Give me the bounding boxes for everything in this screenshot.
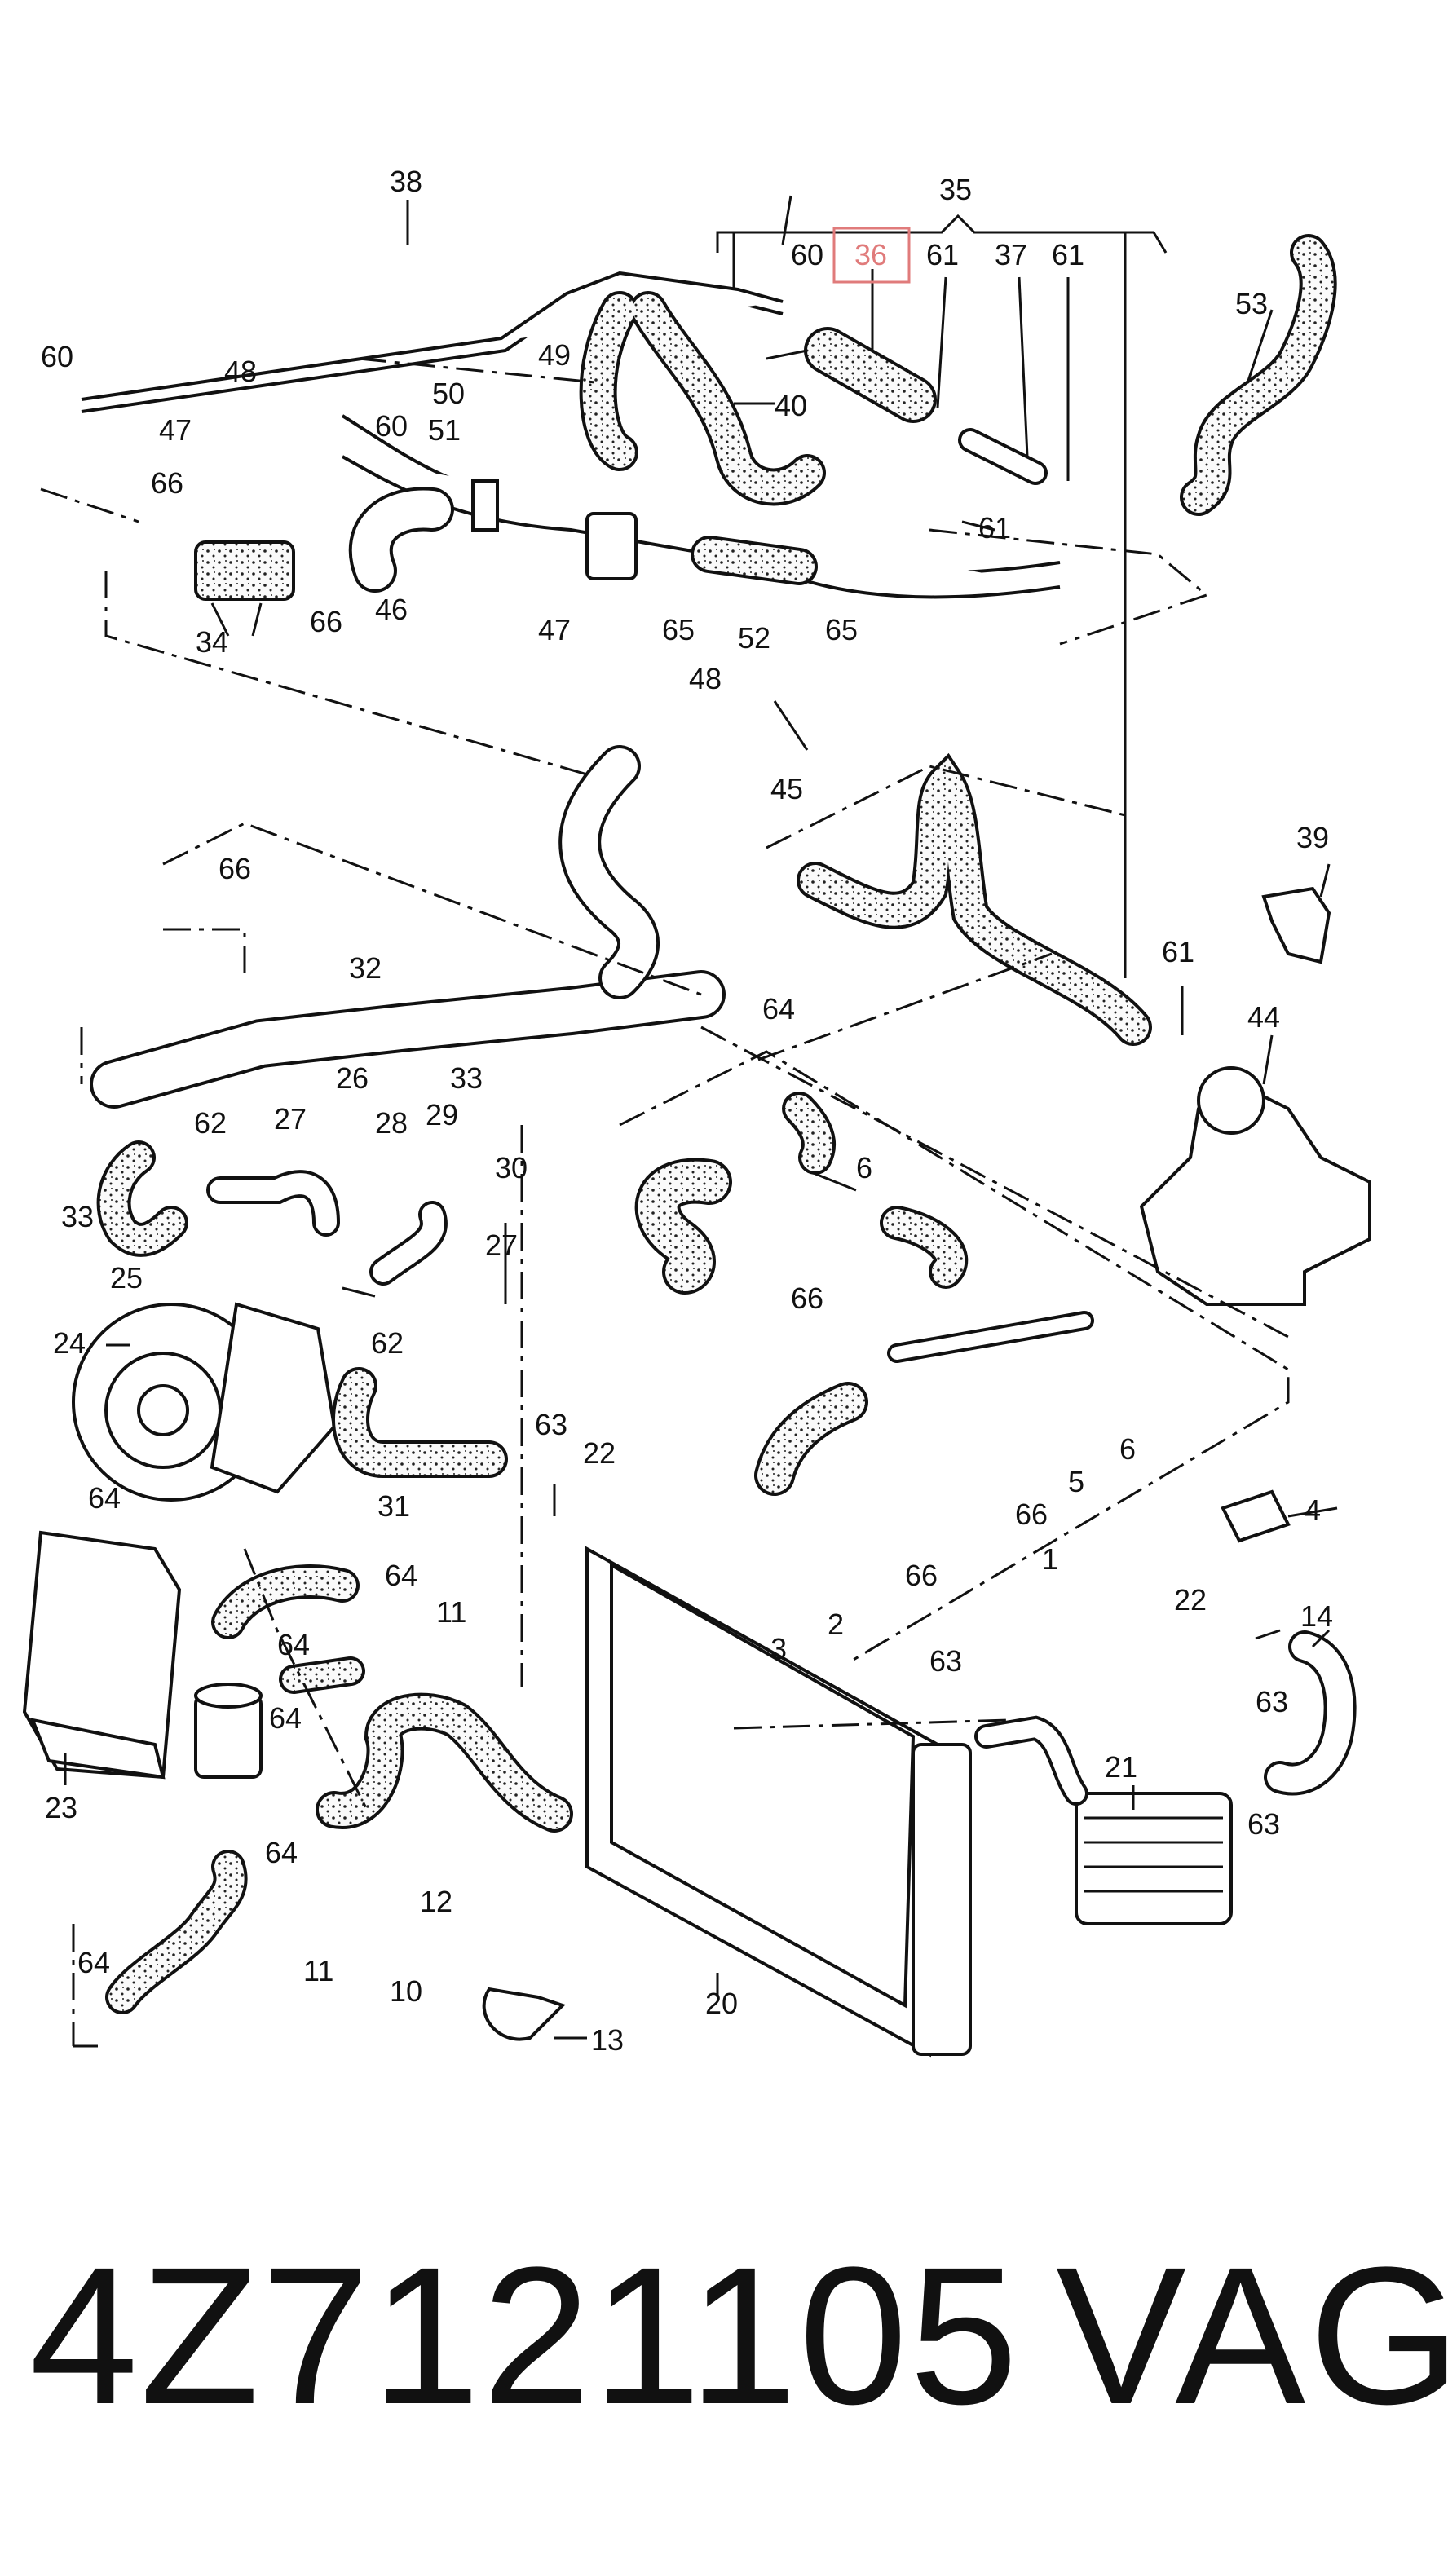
callout-22: 22	[1174, 1583, 1207, 1617]
clip-39	[1261, 886, 1331, 964]
callout-11: 11	[436, 1595, 466, 1629]
callout-65: 65	[825, 613, 858, 646]
callout-30: 30	[495, 1151, 528, 1184]
callout-12: 12	[420, 1885, 452, 1918]
callout-23: 23	[45, 1791, 77, 1824]
pump-12	[194, 1683, 263, 1779]
callout-38: 38	[390, 165, 422, 198]
callout-45: 45	[770, 772, 803, 805]
callout-28: 28	[375, 1106, 408, 1140]
callout-33: 33	[450, 1061, 483, 1095]
callout-51: 51	[428, 413, 461, 447]
callout-64: 64	[385, 1559, 417, 1592]
callout-66: 66	[310, 605, 342, 638]
callout-66: 66	[905, 1559, 938, 1592]
callout-48: 48	[224, 355, 257, 388]
oil-cooler-21	[1075, 1792, 1233, 1925]
callout-66: 66	[219, 852, 251, 885]
callout-61: 61	[1052, 238, 1084, 271]
callout-50: 50	[432, 377, 465, 410]
callout-24: 24	[53, 1326, 86, 1360]
callout-61: 61	[1162, 935, 1194, 968]
callout-60: 60	[375, 409, 408, 443]
callout-2: 2	[828, 1608, 844, 1641]
callout-60: 60	[41, 340, 73, 373]
callout-26: 26	[336, 1061, 369, 1095]
callout-37: 37	[995, 238, 1027, 271]
callout-6: 6	[856, 1151, 872, 1184]
callout-29: 29	[426, 1098, 458, 1131]
callout-48: 48	[689, 662, 722, 695]
callout-64: 64	[265, 1836, 298, 1869]
callout-46: 46	[375, 593, 408, 626]
parts-exploded-diagram: 38 35 60 36 61 37 61 53 60 48 49 50 60 4…	[22, 165, 1371, 2058]
callout-labels: 38 35 60 36 61 37 61 53 60 48 49 50 60 4…	[41, 165, 1333, 2057]
callout-63: 63	[535, 1408, 567, 1441]
callout-13: 13	[591, 2023, 624, 2057]
callout-60: 60	[791, 238, 823, 271]
highlight-box-36	[832, 227, 911, 284]
callout-27: 27	[485, 1228, 518, 1262]
solid-leaders	[64, 195, 1338, 2040]
callout-63: 63	[929, 1644, 962, 1678]
part-number: 4Z7121105	[29, 2226, 1020, 2445]
callout-14: 14	[1300, 1599, 1333, 1633]
callout-64: 64	[77, 1946, 110, 1979]
callout-39: 39	[1296, 821, 1329, 854]
compressor-24	[72, 1302, 337, 1502]
callout-47: 47	[538, 613, 571, 646]
radiator-20	[585, 1546, 972, 2058]
callout-36-highlighted: 36	[854, 238, 887, 271]
leader-lines	[40, 357, 1290, 2048]
callout-52: 52	[738, 621, 770, 655]
callout-49: 49	[538, 338, 571, 372]
callout-20: 20	[705, 1987, 738, 2020]
callout-32: 32	[349, 951, 382, 985]
callout-40: 40	[775, 389, 807, 422]
hose-34	[194, 540, 295, 601]
callout-53: 53	[1235, 287, 1268, 320]
callout-33: 33	[61, 1200, 94, 1233]
callout-65: 65	[662, 613, 695, 646]
callout-63: 63	[1247, 1807, 1280, 1841]
callout-66: 66	[151, 466, 183, 500]
clamp-13	[482, 1987, 566, 2041]
callout-6: 6	[1119, 1432, 1136, 1466]
callout-27: 27	[274, 1102, 307, 1136]
callout-64: 64	[88, 1481, 121, 1515]
callout-25: 25	[110, 1261, 143, 1295]
clip-4	[1221, 1489, 1291, 1543]
callout-66: 66	[791, 1281, 823, 1315]
callout-64: 64	[277, 1628, 310, 1661]
callout-62: 62	[194, 1106, 227, 1140]
callout-31: 31	[377, 1489, 410, 1523]
callout-66: 66	[1015, 1498, 1048, 1531]
callout-63: 63	[1256, 1685, 1288, 1718]
callout-34: 34	[196, 625, 228, 659]
callout-4: 4	[1305, 1493, 1321, 1527]
callout-64: 64	[269, 1701, 302, 1735]
callout-47: 47	[159, 413, 192, 447]
callout-10: 10	[390, 1974, 422, 2008]
auxiliary-cooler-23	[22, 1530, 182, 1780]
callout-64: 64	[762, 992, 795, 1026]
callout-62: 62	[371, 1326, 404, 1360]
callout-5: 5	[1068, 1465, 1084, 1498]
callout-3: 3	[770, 1632, 787, 1665]
callout-61: 61	[978, 511, 1011, 545]
callout-11: 11	[303, 1954, 333, 1987]
callout-35: 35	[939, 173, 972, 206]
callout-22: 22	[583, 1436, 616, 1470]
callout-44: 44	[1247, 1000, 1280, 1034]
callout-61: 61	[926, 238, 959, 271]
brand-name: VAG	[1056, 2226, 1448, 2445]
callout-1: 1	[1042, 1542, 1058, 1576]
callout-21: 21	[1105, 1750, 1137, 1784]
